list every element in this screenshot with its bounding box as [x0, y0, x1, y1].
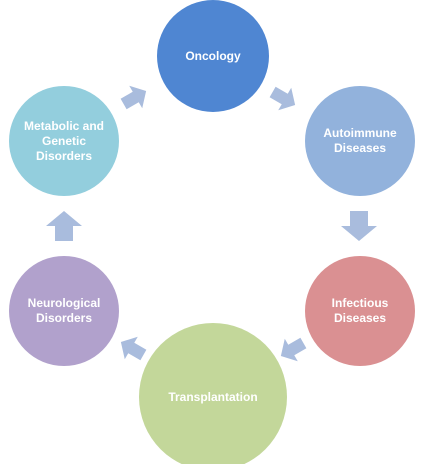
label-oncology: Oncology: [185, 48, 241, 63]
label-transplantation: Transplantation: [168, 389, 258, 404]
circle-oncology: [157, 0, 269, 112]
circle-metabolic: [9, 86, 119, 196]
arrow-neurological-to-metabolic: [46, 211, 82, 241]
circle-neurological: [9, 256, 119, 366]
arrow-metabolic-to-oncology: [120, 85, 147, 110]
circle-transplantation: [139, 323, 287, 464]
arrow-infectious-to-transplantation: [280, 337, 307, 362]
arrow-transplantation-to-neurological: [120, 336, 147, 361]
label-autoimmune: Autoimmune Diseases: [323, 126, 397, 155]
arrow-autoimmune-to-infectious: [341, 211, 377, 241]
label-metabolic: Metabolic and Genetic Disorders: [23, 118, 104, 163]
arrow-oncology-to-autoimmune: [269, 86, 296, 111]
label-infectious: Infectious Diseases: [331, 296, 389, 325]
circle-autoimmune: [305, 86, 415, 196]
label-neurological: Neurological Disorders: [27, 296, 101, 325]
circle-infectious: [305, 256, 415, 366]
